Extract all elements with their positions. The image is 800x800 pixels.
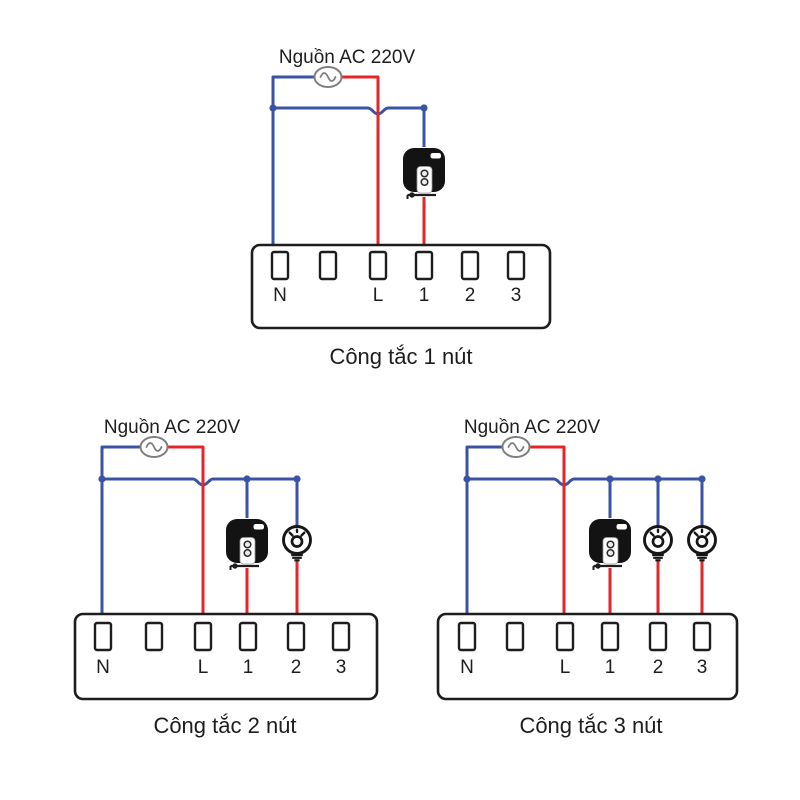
terminal-label-1: 1 xyxy=(243,657,254,678)
live-wire xyxy=(167,445,205,637)
diagram-switch-3-button: Nguồn AC 220V N L 1 2 3 xyxy=(436,417,739,738)
neutral-branch-wire xyxy=(273,106,426,147)
terminal-label-2: 2 xyxy=(465,285,476,306)
terminal-slot-3 xyxy=(692,621,712,652)
terminal-slot-n xyxy=(93,621,113,652)
junction-dot xyxy=(606,475,614,483)
terminal-block: N L 1 2 3 xyxy=(73,612,379,701)
terminal-label-1: 1 xyxy=(605,657,616,678)
water-heater-icon xyxy=(224,517,270,572)
terminal-label-l: L xyxy=(373,285,384,306)
terminal-label-2: 2 xyxy=(653,657,664,678)
junction-dot xyxy=(269,104,277,112)
terminal-label-2: 2 xyxy=(291,657,302,678)
junction-dot xyxy=(463,475,471,483)
terminal-slot-1 xyxy=(414,250,434,281)
terminal-slot-n xyxy=(457,621,477,652)
terminal-label-3: 3 xyxy=(511,285,522,306)
terminal-slot-blank xyxy=(318,250,338,281)
live-wire xyxy=(341,75,380,265)
terminal-slot-blank xyxy=(505,621,525,652)
neutral-branch-wire xyxy=(467,477,702,487)
terminal-label-3: 3 xyxy=(336,657,347,678)
terminal-block-outline xyxy=(73,612,379,701)
neutral-wire xyxy=(271,75,315,265)
ac-source-icon xyxy=(139,436,169,458)
junction-dot xyxy=(243,475,251,483)
light-bulb-icon xyxy=(643,525,673,562)
source-label: Nguồn AC 220V xyxy=(464,417,601,438)
diagram-caption: Công tắc 3 nút xyxy=(519,713,662,738)
terminal-label-n: N xyxy=(96,657,110,678)
terminal-slot-l xyxy=(193,621,213,652)
ac-source-icon xyxy=(501,436,531,458)
source-label: Nguồn AC 220V xyxy=(279,47,416,68)
water-heater-icon xyxy=(587,517,633,572)
terminal-block-outline xyxy=(250,243,552,330)
junction-dot xyxy=(698,475,706,483)
diagram-caption: Công tắc 2 nút xyxy=(153,713,296,738)
terminal-slot-1 xyxy=(600,621,620,652)
junction-dot xyxy=(420,104,428,112)
terminal-slot-blank xyxy=(144,621,164,652)
terminal-label-l: L xyxy=(560,657,571,678)
terminal-slot-l xyxy=(555,621,575,652)
terminal-block-outline xyxy=(436,612,739,701)
terminal-slot-2 xyxy=(648,621,668,652)
terminal-label-n: N xyxy=(273,285,287,306)
source-label: Nguồn AC 220V xyxy=(104,417,241,438)
junction-dot xyxy=(98,475,106,483)
junction-dot xyxy=(293,475,301,483)
ac-source-icon xyxy=(313,66,343,88)
terminal-label-n: N xyxy=(460,657,474,678)
terminal-slot-2 xyxy=(286,621,306,652)
live-wire xyxy=(529,445,566,637)
diagram-switch-2-button: Nguồn AC 220V N L 1 2 3 Công t xyxy=(73,417,379,738)
neutral-branch-wire xyxy=(102,477,297,487)
terminal-block: N L 1 2 3 xyxy=(250,243,552,330)
neutral-wire xyxy=(465,445,503,637)
terminal-slot-l xyxy=(368,250,388,281)
terminal-label-1: 1 xyxy=(419,285,430,306)
water-heater-icon xyxy=(401,146,447,201)
neutral-wire xyxy=(100,445,141,637)
terminal-label-l: L xyxy=(198,657,209,678)
terminal-slot-3 xyxy=(506,250,526,281)
diagram-caption: Công tắc 1 nút xyxy=(329,344,472,369)
terminal-slot-n xyxy=(270,250,290,281)
light-bulb-icon xyxy=(687,525,717,562)
terminal-slot-2 xyxy=(460,250,480,281)
light-bulb-icon xyxy=(282,525,312,562)
junction-dot xyxy=(654,475,662,483)
terminal-block: N L 1 2 3 xyxy=(436,612,739,701)
diagram-switch-1-button: Nguồn AC 220V N L 1 2 3 Công tắc 1 nút xyxy=(250,47,552,369)
terminal-slot-3 xyxy=(331,621,351,652)
terminal-slot-1 xyxy=(238,621,258,652)
terminal-label-3: 3 xyxy=(697,657,708,678)
